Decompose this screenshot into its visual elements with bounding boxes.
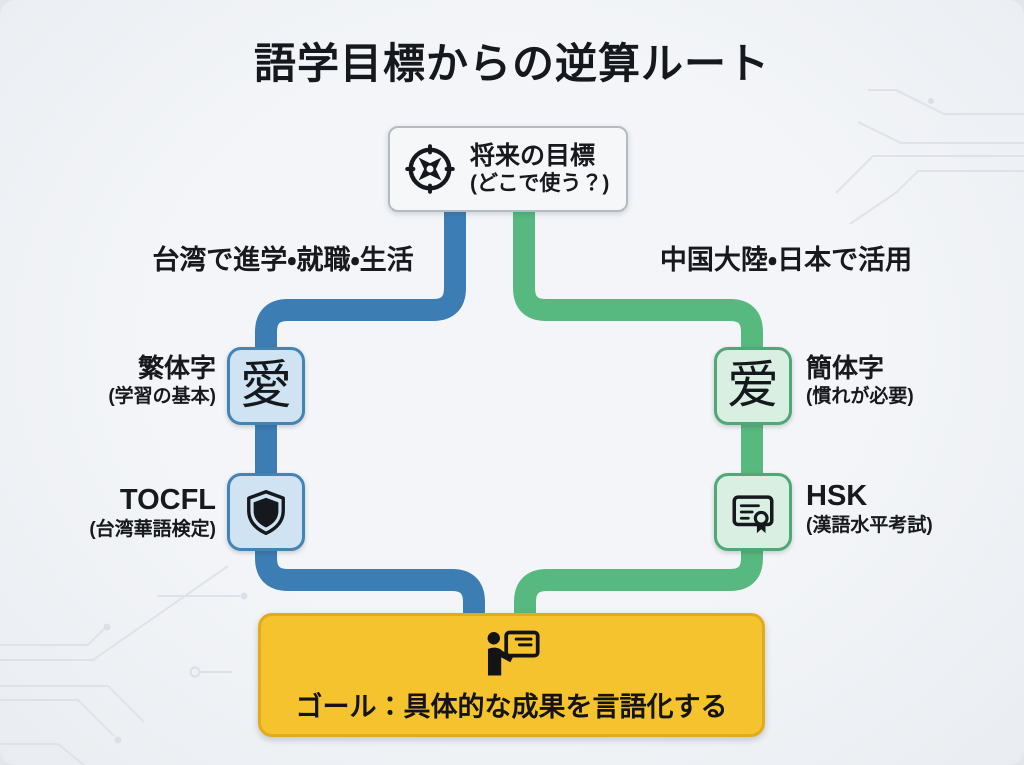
presenter-icon	[487, 630, 540, 676]
compass-icon	[405, 144, 455, 194]
future-goal-sublabel: (どこで使う？)	[470, 172, 610, 196]
traditional-sublabel: (学習の基本)	[108, 385, 216, 407]
hsk-label-group: HSK (漢語水平考試)	[806, 478, 933, 538]
simplified-ai-character: 爱	[726, 357, 779, 415]
tocfl-sublabel: (台湾華語検定)	[89, 519, 216, 541]
simplified-label-group: 簡体字 (慣れが必要)	[806, 352, 914, 408]
traditional-label: 繁体字	[137, 353, 216, 383]
simplified-sublabel: (慣れが必要)	[806, 385, 914, 407]
traditional-ai-character: 愛	[239, 357, 292, 415]
page-title: 語学目標からの逆算ルート	[253, 40, 770, 87]
traditional-label-group: 繁体字 (学習の基本)	[108, 352, 216, 408]
taiwan-path-label: 台湾で進学・就職・生活	[152, 245, 414, 275]
tocfl-label-group: TOCFL (台湾華語検定)	[89, 482, 216, 542]
future-goal-label: 将来の目標	[470, 142, 596, 171]
traditional-character-node: 愛	[227, 347, 305, 425]
circuit-bottom-left	[0, 565, 248, 765]
simplified-label: 簡体字	[806, 353, 885, 383]
circuit-top-right	[835, 89, 1024, 225]
certificate-icon	[732, 495, 774, 534]
hsk-sublabel: (漢語水平考試)	[806, 515, 933, 537]
future-goal-node: 将来の目標 (どこで使う？)	[388, 126, 628, 212]
hsk-label: HSK	[806, 480, 868, 512]
tocfl-node	[227, 473, 305, 551]
goal-label: ゴール：具体的な成果を言語化する	[295, 691, 728, 722]
shield-icon	[247, 490, 285, 536]
hsk-node	[714, 473, 792, 551]
tocfl-label: TOCFL	[119, 484, 216, 516]
mainland-path-label: 中国大陸・日本で活用	[659, 245, 913, 275]
simplified-character-node: 爱	[714, 347, 792, 425]
goal-box: ゴール：具体的な成果を言語化する	[258, 613, 765, 737]
